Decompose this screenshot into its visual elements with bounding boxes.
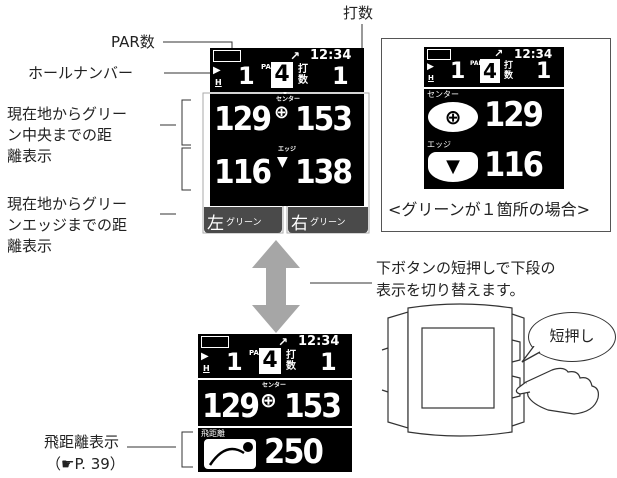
edge-distance-callout-l3: 離表示 (7, 237, 53, 255)
green-edge-icon: ▼ (428, 152, 478, 182)
flight-left-distance: 129 (202, 386, 260, 425)
strokes-label: 打数 (298, 64, 308, 86)
battery-icon (213, 50, 241, 62)
main-distance-panel: 129 153 センター ⊕ 116 138 エッジ ▼ (210, 94, 364, 206)
green-center-icon: ⊕ (274, 102, 290, 123)
right-edge-distance: 138 (295, 152, 353, 191)
battery-icon (427, 49, 451, 60)
green-edge-icon: ▼ (277, 154, 288, 170)
main-time: 12:34 (310, 48, 352, 63)
single-screen-header: ↗ 12:34 ▶ H 1 PAR 4 打数 1 (424, 47, 564, 87)
green-center-icon: ⊕ (260, 388, 277, 412)
single-time: 12:34 (514, 47, 553, 61)
flight-distance-callout-l2: （☛P. 39） (46, 455, 125, 473)
flight-par-value: 4 (259, 348, 281, 374)
left-center-distance: 129 (214, 99, 272, 138)
signal-icon: ↗ (290, 49, 301, 63)
single-hole-number: 1 (450, 59, 466, 84)
signal-icon: ↗ (278, 335, 289, 349)
hole-prefix: H (428, 74, 434, 82)
flight-screen-header: ↗ 12:34 ▶ H 1 PAR 4 打数 1 (198, 334, 352, 378)
flight-distance-callout-l1: 飛距離表示 (44, 433, 120, 451)
main-par-value: 4 (271, 62, 293, 88)
flight-distance-value: 250 (264, 432, 324, 472)
main-strokes: 1 (332, 62, 349, 90)
center-tiny-label: センター (276, 96, 301, 103)
single-distance-panel: センター ⊕ 129 エッジ ▼ 116 (424, 89, 564, 189)
left-green-tab: 左 グリーン (204, 207, 282, 234)
bubble-tail (521, 346, 541, 363)
signal-icon: ↗ (494, 47, 504, 60)
flag-icon: ▶ (201, 351, 209, 362)
par-letters: PAR (249, 349, 265, 357)
single-center-distance: 129 (484, 95, 544, 135)
switch-note-l2: 表示を切り替えます。 (376, 281, 525, 299)
flight-time: 12:34 (298, 334, 340, 349)
single-green-caption: <グリーンが１箇所の場合> (388, 200, 591, 219)
center-distance-callout-l1: 現在地からグリー (7, 105, 128, 123)
flight-right-distance: 153 (284, 386, 342, 425)
hole-prefix: H (203, 364, 210, 373)
single-edge-distance: 116 (484, 145, 544, 185)
hole-number-callout: ホールナンバー (28, 64, 134, 82)
par-letters: PAR (261, 63, 277, 71)
par-letters: PAR (470, 60, 484, 67)
single-strokes: 1 (536, 59, 552, 84)
flight-distance-row: 飛距離 250 (198, 428, 352, 472)
press-bubble-text: 短押し (549, 327, 595, 345)
double-arrow-icon (252, 240, 300, 333)
single-green-box: ↗ 12:34 ▶ H 1 PAR 4 打数 1 センター ⊕ 129 エッジ … (381, 38, 611, 232)
strokes-label: 打数 (286, 350, 296, 372)
left-tab-small: グリーン (226, 218, 262, 228)
flight-strokes: 1 (320, 348, 337, 376)
edge-label: エッジ (427, 140, 451, 149)
center-label: センター (427, 90, 459, 99)
center-tiny-label: センター (262, 382, 287, 389)
press-bubble: 短押し (528, 312, 616, 362)
left-tab-big: 左 (207, 214, 224, 234)
center-distance-callout-l2: ン中央までの距 (7, 126, 113, 144)
single-par-value: 4 (480, 59, 500, 83)
flag-icon: ▶ (427, 62, 434, 72)
right-green-tab: 右 グリーン (288, 207, 368, 234)
edge-distance-callout-l1: 現在地からグリー (7, 195, 128, 213)
trajectory-arc-icon (208, 442, 253, 466)
flag-icon: ▶ (213, 65, 221, 76)
right-center-distance: 153 (295, 99, 353, 138)
edge-tiny-label: エッジ (278, 146, 297, 153)
main-screen-header: ↗ 12:34 ▶ H 1 PAR 4 打数 1 (210, 48, 364, 92)
main-hole-number: 1 (238, 62, 255, 90)
green-center-icon: ⊕ (428, 102, 478, 132)
watch-device (381, 303, 599, 437)
strokes-callout: 打数 (343, 4, 374, 22)
right-tab-small: グリーン (310, 218, 346, 228)
hole-prefix: H (215, 78, 222, 87)
battery-icon (201, 336, 229, 348)
shot-trajectory-icon (204, 439, 256, 469)
flight-label: 飛距離 (201, 429, 225, 438)
switch-note-l1: 下ボタンの短押しで下段の (376, 259, 556, 277)
center-distance-callout-l3: 離表示 (7, 147, 53, 165)
par-callout: PAR数 (111, 33, 155, 51)
right-tab-big: 右 (291, 214, 308, 234)
flight-hole-number: 1 (226, 348, 243, 376)
edge-distance-callout-l2: ンエッジまでの距 (7, 216, 128, 234)
strokes-label: 打数 (504, 61, 514, 81)
flight-center-row: 129 センター ⊕ 153 (198, 380, 352, 426)
left-edge-distance: 116 (214, 152, 272, 191)
